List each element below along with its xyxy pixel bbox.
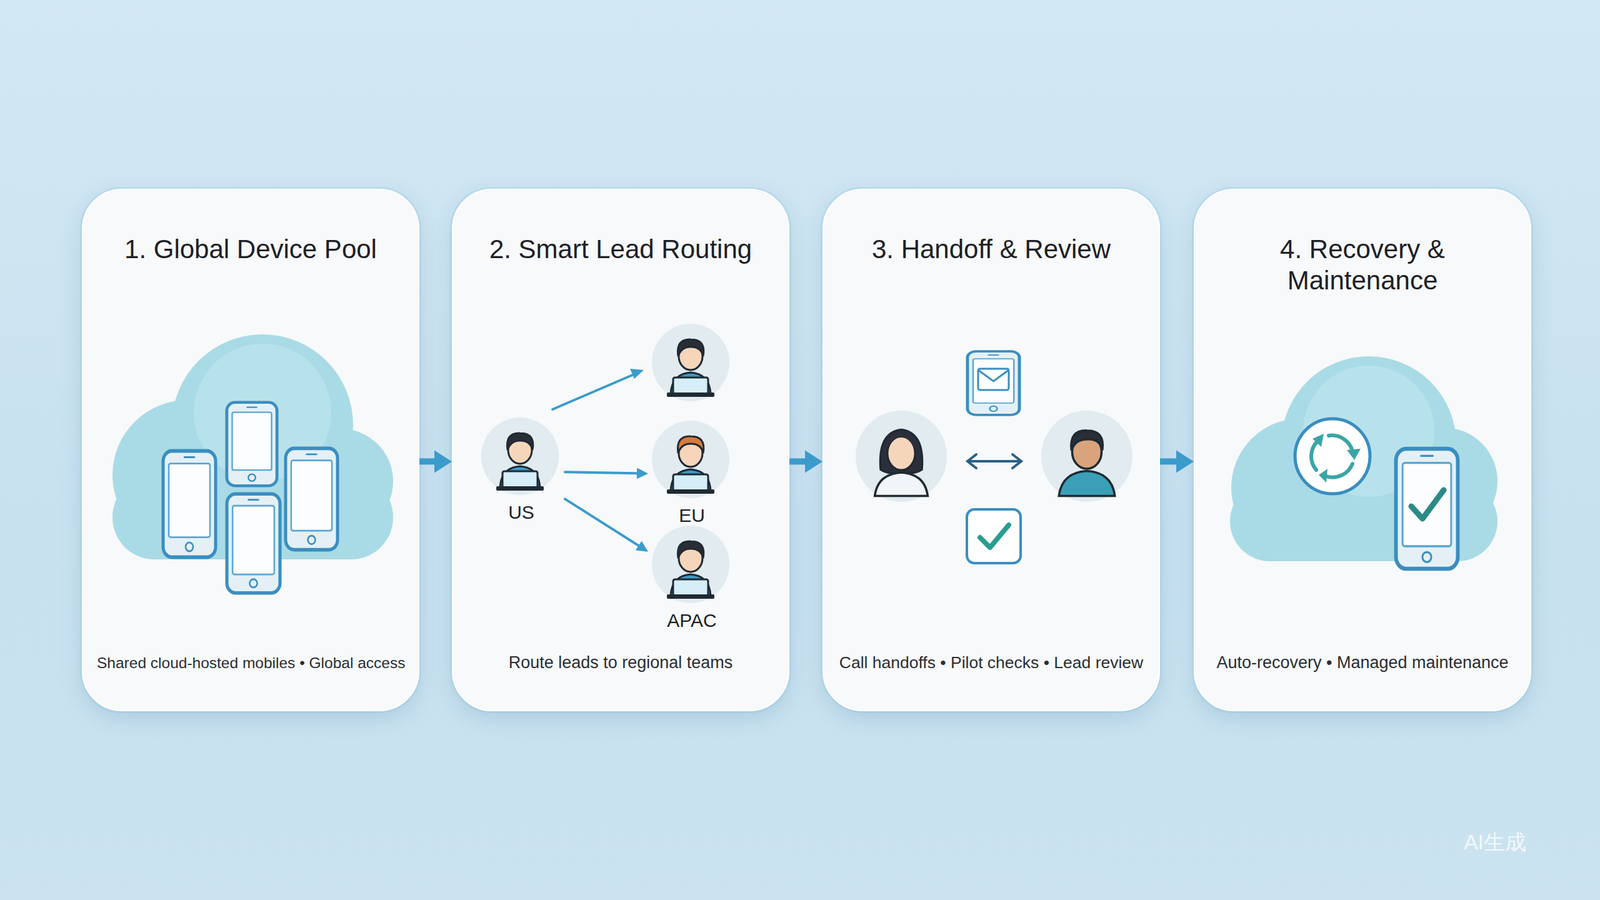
recovery-icon: [1295, 418, 1370, 494]
step-title: 3. Handoff & Review: [837, 233, 1145, 265]
arrow-shaft: [789, 458, 807, 465]
person-icon: [651, 323, 730, 402]
step-title: 1. Global Device Pool: [96, 233, 405, 265]
region-label: APAC: [666, 609, 717, 632]
phone-icon: [285, 448, 338, 550]
team-node: EU: [648, 421, 736, 527]
arrow-head: [805, 450, 823, 473]
team-node: APAC: [648, 526, 736, 632]
step-caption: Route leads to regional teams: [466, 651, 775, 674]
person-icon: [651, 420, 730, 499]
routing-arrow: [552, 368, 644, 410]
person-icon: [1041, 410, 1133, 502]
verified-phone-icon: [1396, 448, 1459, 569]
arrow-head: [1176, 450, 1194, 473]
step-caption: Auto-recovery • Managed maintenance: [1208, 651, 1517, 674]
step-title: 4. Recovery & Maintenance: [1208, 233, 1517, 297]
region-label: US: [508, 501, 535, 524]
flow-arrow: [565, 467, 649, 479]
arrow-head: [635, 540, 649, 552]
arrow-head: [434, 450, 452, 473]
exchange-arrow: [967, 454, 1022, 469]
cloud-icon: [1230, 356, 1498, 562]
step-card: 3. Handoff & ReviewCall handoffs • Pilot…: [822, 188, 1160, 712]
message-phone-icon: [967, 351, 1020, 415]
phone-icon: [226, 402, 277, 486]
person-icon: [855, 410, 947, 502]
step-title: 2. Smart Lead Routing: [466, 233, 775, 265]
flow-arrow: [565, 498, 649, 552]
team-node: US: [477, 418, 565, 524]
arrow-shaft: [1160, 458, 1178, 465]
cloud-icon: [112, 334, 394, 560]
step-card: 1. Global Device PoolShared cloud-hosted…: [81, 188, 420, 712]
flow-arrow: [789, 450, 823, 473]
arrow-shaft: [565, 471, 639, 474]
step-card: 2. Smart Lead RoutingRoute leads to regi…: [451, 188, 790, 712]
phone-icon: [226, 493, 280, 593]
person-icon: [651, 525, 730, 604]
flow-arrow: [419, 450, 452, 473]
arrow-shaft: [565, 498, 640, 547]
watermark: AI生成: [1463, 829, 1527, 855]
step-caption: Shared cloud-hosted mobiles • Global acc…: [96, 651, 405, 674]
arrow-head: [636, 467, 649, 479]
check-box-icon: [966, 509, 1021, 564]
step-caption: Call handoffs • Pilot checks • Lead revi…: [837, 651, 1145, 674]
flow-arrow: [1160, 450, 1194, 473]
region-label: EU: [678, 504, 705, 527]
phone-icon: [163, 451, 216, 558]
arrow-shaft: [419, 458, 436, 465]
step-card: 4. Recovery & MaintenanceAuto-recovery •…: [1193, 188, 1532, 712]
person-icon: [481, 417, 559, 495]
